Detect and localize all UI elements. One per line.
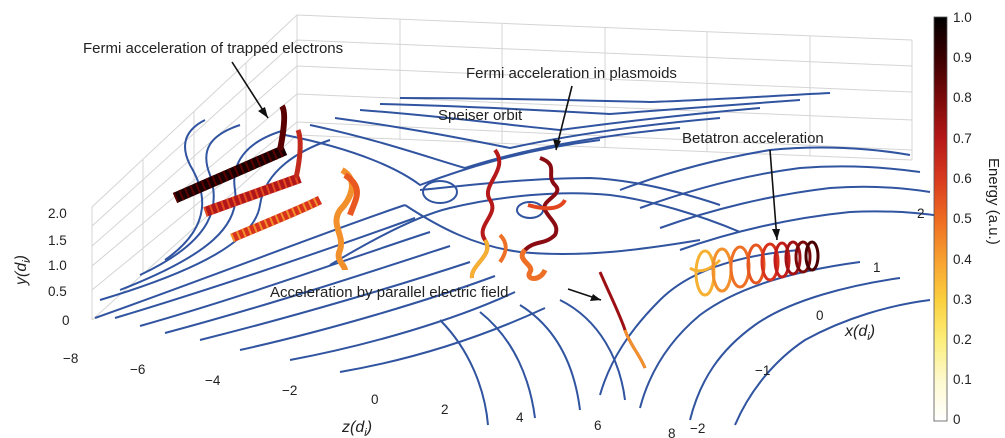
x-tick: 2 <box>917 206 925 221</box>
z-axis-label: z(di) <box>341 419 372 438</box>
x-tick: −1 <box>755 363 770 378</box>
z-tick: −4 <box>205 373 221 388</box>
arrow-trapped <box>231 61 269 119</box>
magnetic-field-lines <box>94 92 941 426</box>
annotation-trapped-electrons: Fermi acceleration of trapped electrons <box>83 40 343 57</box>
colorbar-tick: 0.2 <box>953 332 972 347</box>
x-tick: 1 <box>873 260 881 275</box>
colorbar-tick: 0.3 <box>953 292 972 307</box>
trapped-electron-trajectory-4 <box>333 167 355 271</box>
colorbar-tick: 0 <box>953 412 961 427</box>
annotation-betatron: Betatron acceleration <box>682 130 824 147</box>
colorbar-tick: 0.1 <box>953 372 972 387</box>
colorbar-tick: 0.7 <box>953 131 972 146</box>
annotation-speiser: Speiser orbit <box>438 107 523 124</box>
x-tick: 0 <box>816 308 824 323</box>
annotation-parallel-field: Acceleration by parallel electric field <box>270 284 508 301</box>
y-axis-label: y(di) <box>13 255 33 286</box>
y-tick: 0.5 <box>48 284 67 299</box>
z-tick: −2 <box>282 383 297 398</box>
colorbar-tick: 0.5 <box>953 211 972 226</box>
z-tick: 4 <box>516 410 524 425</box>
x-axis-label: x(di) <box>844 323 875 343</box>
colorbar-gradient <box>933 16 948 422</box>
y-tick: 2.0 <box>48 206 67 221</box>
colorbar-tick: 0.9 <box>953 50 972 65</box>
z-tick: 6 <box>594 418 602 433</box>
annotations: Fermi acceleration of trapped electrons … <box>83 40 824 301</box>
colorbar-tick: 0.8 <box>953 90 972 105</box>
colorbar-tick: 1.0 <box>953 10 972 25</box>
z-tick: 8 <box>668 426 676 438</box>
arrow-plasmoids <box>555 85 573 151</box>
x-axis: −2 −1 0 1 2 x(di) <box>690 206 925 436</box>
x-tick: −2 <box>690 421 705 436</box>
z-tick: −6 <box>130 362 145 377</box>
colorbar: 1.0 0.9 0.8 0.7 0.6 0.5 0.4 0.3 0.2 0.1 … <box>933 10 1002 427</box>
particle-trajectories <box>172 104 820 369</box>
speiser-orbit-trajectory <box>470 148 502 279</box>
y-axis: 2.0 1.5 1.0 0.5 0 y(di) <box>13 206 70 328</box>
arrow-betatron <box>769 149 778 241</box>
betatron-trajectory <box>689 240 820 297</box>
y-tick: 0 <box>62 313 70 328</box>
y-tick: 1.5 <box>48 233 67 248</box>
z-axis: −8 −6 −4 −2 0 2 4 6 8 z(di) <box>63 351 676 438</box>
z-tick: −8 <box>63 351 78 366</box>
y-tick: 1.0 <box>48 258 67 273</box>
box-grid <box>91 14 913 321</box>
z-tick: 2 <box>441 402 449 417</box>
annotation-plasmoids: Fermi acceleration in plasmoids <box>466 65 677 82</box>
colorbar-tick: 0.4 <box>953 252 972 267</box>
trapped-electron-trajectory-3 <box>230 195 323 243</box>
colorbar-label: Energy (a.u.) <box>985 158 1002 245</box>
colorbar-tick: 0.6 <box>953 171 972 186</box>
z-tick: 0 <box>371 392 379 407</box>
